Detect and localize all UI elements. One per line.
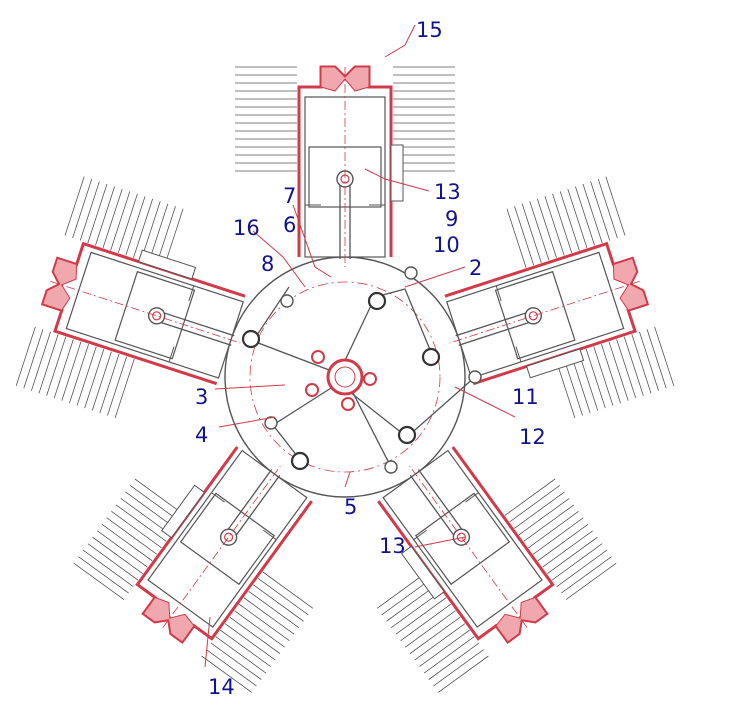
label-16: 16 bbox=[233, 216, 260, 240]
label-8: 8 bbox=[261, 252, 275, 276]
label-3: 3 bbox=[195, 385, 209, 409]
label-5: 5 bbox=[344, 495, 358, 519]
label-14: 14 bbox=[208, 675, 235, 699]
label-4: 4 bbox=[195, 423, 209, 447]
label-13-bottom: 13 bbox=[379, 534, 406, 558]
label-11: 11 bbox=[512, 385, 539, 409]
label-9: 9 bbox=[445, 207, 459, 231]
label-2: 2 bbox=[469, 256, 483, 280]
label-10: 10 bbox=[433, 233, 460, 257]
label-15: 15 bbox=[416, 18, 443, 42]
label-6: 6 bbox=[283, 213, 297, 237]
label-12: 12 bbox=[519, 425, 546, 449]
label-13-top: 13 bbox=[434, 180, 461, 204]
label-7: 7 bbox=[283, 184, 297, 208]
